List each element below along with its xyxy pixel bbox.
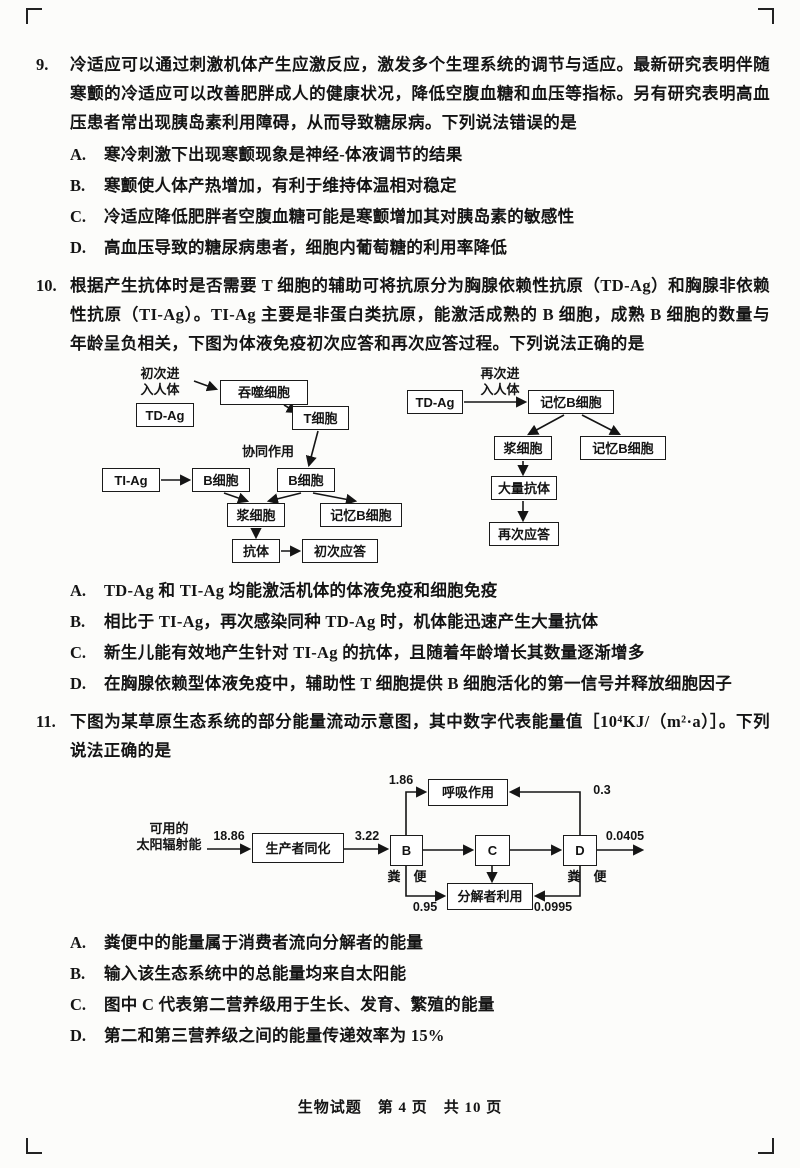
feces-label-right: 粪 便 (567, 869, 607, 884)
option-text: 相比于 TI-Ag，再次感染同种 TD-Ag 时，机体能迅速产生大量抗体 (104, 612, 599, 631)
option-text: 寒颤使人体产热增加，有利于维持体温相对稳定 (104, 176, 457, 195)
option-text: 粪便中的能量属于消费者流向分解者的能量 (104, 933, 424, 952)
memory-b-cell-box-1: 记忆B细胞 (528, 390, 614, 414)
ti-ag-box: TI-Ag (102, 468, 160, 492)
memory-b-cell-box-2: 记忆B细胞 (580, 436, 666, 460)
mass-antibody-box: 大量抗体 (491, 476, 557, 500)
value-b-to-respiration: 1.86 (388, 773, 414, 787)
option-label: D. (70, 1026, 87, 1045)
option-text: 寒冷刺激下出现寒颤现象是神经-体液调节的结果 (104, 145, 463, 164)
value-d-output: 0.0405 (605, 829, 645, 843)
value-d-feces: 0.0995 (533, 900, 573, 914)
flow-arrows (161, 380, 621, 557)
decomposer-use-box: 分解者利用 (447, 883, 533, 910)
question-options: A. 粪便中的能量属于消费者流向分解者的能量 B. 输入该生态系统中的总能量均来… (70, 929, 770, 1049)
plasma-cell-box-2: 浆细胞 (494, 436, 552, 460)
question-stem: 冷适应可以通过刺激机体产生应激反应，激发多个生理系统的调节与适应。最新研究表明伴… (70, 55, 770, 132)
flow-arrows (207, 786, 645, 902)
option-label: A. (70, 145, 87, 164)
crop-mark-top-right (758, 8, 774, 24)
option-text: 高血压导致的糖尿病患者，细胞内葡萄糖的利用率降低 (104, 238, 508, 257)
b-cell-right-box: B细胞 (277, 468, 335, 492)
option-text: 在胸腺依赖型体液免疫中，辅助性 T 细胞提供 B 细胞活化的第一信号并释放细胞因… (104, 674, 733, 693)
producer-assimilation-box: 生产者同化 (252, 833, 344, 863)
trophic-level-d-box: D (563, 835, 597, 866)
q9-option-a: A. 寒冷刺激下出现寒颤现象是神经-体液调节的结果 (70, 141, 770, 168)
value-d-to-respiration: 0.3 (593, 783, 611, 797)
td-ag-box-2: TD-Ag (407, 390, 463, 414)
q11-option-b: B. 输入该生态系统中的总能量均来自太阳能 (70, 960, 770, 987)
q11-option-d: D. 第二和第三营养级之间的能量传递效率为 15% (70, 1022, 770, 1049)
td-ag-box: TD-Ag (136, 403, 194, 427)
page-footer: 生物试题 第 4 页 共 10 页 (297, 1100, 503, 1116)
question-number: 11. (36, 712, 56, 731)
phagocyte-box: 吞噬细胞 (220, 380, 308, 405)
option-text: 输入该生态系统中的总能量均来自太阳能 (104, 964, 407, 983)
value-solar-in: 18.86 (213, 829, 245, 843)
secondary-entry-label: 再次进 入人体 (480, 366, 520, 397)
solar-energy-label: 可用的 太阳辐射能 (136, 821, 202, 852)
page-content: 9. 冷适应可以通过刺激机体产生应激反应，激发多个生理系统的调节与适应。最新研究… (36, 50, 770, 1059)
option-label: B. (70, 176, 86, 195)
option-text: 冷适应降低肥胖者空腹血糖可能是寒颤增加其对胰岛素的敏感性 (104, 207, 575, 226)
primary-response-box: 初次应答 (302, 539, 378, 563)
secondary-response-box: 再次应答 (489, 522, 559, 546)
q9-option-d: D. 高血压导致的糖尿病患者，细胞内葡萄糖的利用率降低 (70, 234, 770, 261)
option-label: A. (70, 581, 87, 600)
option-label: C. (70, 995, 87, 1014)
b-cell-left-box: B细胞 (192, 468, 250, 492)
trophic-level-b-box: B (390, 835, 423, 866)
synergy-label: 协同作用 (241, 444, 294, 459)
option-text: TD-Ag 和 TI-Ag 均能激活机体的体液免疫和细胞免疫 (104, 581, 498, 600)
q10-option-d: D. 在胸腺依赖型体液免疫中，辅助性 T 细胞提供 B 细胞活化的第一信号并释放… (70, 670, 770, 697)
question-stem: 根据产生抗体时是否需要 T 细胞的辅助可将抗原分为胸腺依赖性抗原（TD-Ag）和… (70, 276, 770, 353)
immune-response-diagram: 初次进 入人体 吞噬细胞 TD-Ag T细胞 协同作用 TI-Ag B细胞 B细… (70, 366, 770, 573)
option-label: B. (70, 612, 86, 631)
option-text: 图中 C 代表第二营养级用于生长、发育、繁殖的能量 (104, 995, 495, 1014)
option-label: C. (70, 643, 87, 662)
option-text: 第二和第三营养级之间的能量传递效率为 15% (104, 1026, 445, 1045)
antibody-box: 抗体 (232, 539, 280, 563)
option-label: B. (70, 964, 86, 983)
question-number: 9. (36, 55, 49, 74)
q9-option-c: C. 冷适应降低肥胖者空腹血糖可能是寒颤增加其对胰岛素的敏感性 (70, 203, 770, 230)
trophic-level-c-box: C (475, 835, 510, 866)
question-10: 10. 根据产生抗体时是否需要 T 细胞的辅助可将抗原分为胸腺依赖性抗原（TD-… (36, 271, 770, 697)
crop-mark-top-left (26, 8, 42, 24)
t-cell-box: T细胞 (292, 406, 349, 430)
crop-mark-bottom-right (758, 1138, 774, 1154)
question-options: A. 寒冷刺激下出现寒颤现象是神经-体液调节的结果 B. 寒颤使人体产热增加，有… (70, 141, 770, 261)
feces-label-left: 粪 便 (387, 869, 427, 884)
memory-b-cell-box: 记忆B细胞 (320, 503, 402, 527)
question-number: 10. (36, 276, 57, 295)
crop-mark-bottom-left (26, 1138, 42, 1154)
question-11: 11. 下图为某草原生态系统的部分能量流动示意图，其中数字代表能量值［10⁴KJ… (36, 707, 770, 1049)
option-text: 新生儿能有效地产生针对 TI-Ag 的抗体，且随着年龄增长其数量逐渐增多 (104, 643, 645, 662)
option-label: C. (70, 207, 87, 226)
plasma-cell-box: 浆细胞 (227, 503, 285, 527)
q11-option-c: C. 图中 C 代表第二营养级用于生长、发育、繁殖的能量 (70, 991, 770, 1018)
question-9: 9. 冷适应可以通过刺激机体产生应激反应，激发多个生理系统的调节与适应。最新研究… (36, 50, 770, 261)
question-stem: 下图为某草原生态系统的部分能量流动示意图，其中数字代表能量值［10⁴KJ/（m²… (70, 712, 770, 760)
q10-option-a: A. TD-Ag 和 TI-Ag 均能激活机体的体液免疫和细胞免疫 (70, 577, 770, 604)
respiration-box: 呼吸作用 (428, 779, 508, 806)
option-label: D. (70, 674, 87, 693)
question-options: A. TD-Ag 和 TI-Ag 均能激活机体的体液免疫和细胞免疫 B. 相比于… (70, 577, 770, 697)
q10-option-b: B. 相比于 TI-Ag，再次感染同种 TD-Ag 时，机体能迅速产生大量抗体 (70, 608, 770, 635)
value-b-feces: 0.95 (412, 900, 438, 914)
primary-entry-label: 初次进 入人体 (140, 366, 180, 397)
q9-option-b: B. 寒颤使人体产热增加，有利于维持体温相对稳定 (70, 172, 770, 199)
option-label: A. (70, 933, 87, 952)
energy-flow-diagram: 可用的 太阳辐射能 18.86 生产者同化 3.22 呼吸作用 1.86 0.3… (130, 771, 690, 923)
option-label: D. (70, 238, 87, 257)
q10-option-c: C. 新生儿能有效地产生针对 TI-Ag 的抗体，且随着年龄增长其数量逐渐增多 (70, 639, 770, 666)
q11-option-a: A. 粪便中的能量属于消费者流向分解者的能量 (70, 929, 770, 956)
value-producer-to-b: 3.22 (354, 829, 380, 843)
